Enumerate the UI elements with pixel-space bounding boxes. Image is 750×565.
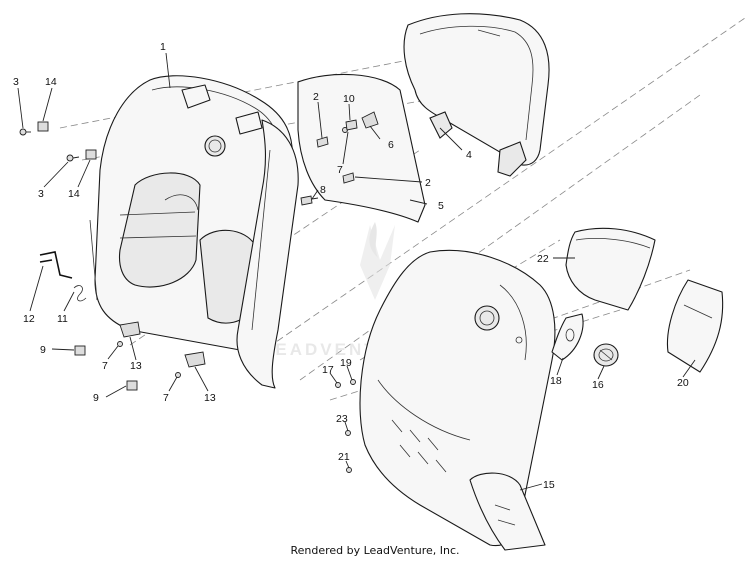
side-trim-strip [236, 119, 299, 389]
cover-22 [565, 227, 656, 311]
callout-19: 19 [340, 357, 352, 369]
callout-13: 13 [130, 360, 142, 372]
trim-18 [551, 313, 584, 361]
callout-15: 15 [543, 479, 555, 491]
leg-shield-front [359, 249, 556, 551]
callout-22: 22 [537, 253, 549, 265]
callouts: 1 3 14 3 14 12 11 9 9 7 13 7 13 2 10 6 7… [13, 41, 689, 491]
cover-20 [666, 279, 724, 373]
callout-5: 5 [438, 200, 444, 212]
callout-9: 9 [93, 392, 99, 404]
inner-panel [297, 73, 426, 223]
callout-7: 7 [163, 392, 169, 404]
callout-7: 7 [102, 360, 108, 372]
callout-3: 3 [13, 76, 19, 88]
callout-7: 7 [337, 164, 343, 176]
callout-9: 9 [40, 344, 46, 356]
callout-14: 14 [45, 76, 57, 88]
callout-8: 8 [320, 184, 326, 196]
callout-1: 1 [160, 41, 166, 53]
callout-4: 4 [466, 149, 472, 161]
footer-credit: Rendered by LeadVenture, Inc. [290, 544, 460, 557]
callout-6: 6 [388, 139, 394, 151]
callout-20: 20 [677, 377, 689, 389]
callout-16: 16 [592, 379, 604, 391]
callout-12: 12 [23, 313, 35, 325]
callout-11: 11 [57, 313, 68, 325]
hardware [19, 111, 379, 473]
lock-16 [593, 343, 619, 367]
callout-23: 23 [336, 413, 348, 425]
callout-10: 10 [343, 93, 355, 105]
callout-14: 14 [68, 188, 80, 200]
callout-3: 3 [38, 188, 44, 200]
callout-21: 21 [338, 451, 350, 463]
glovebox-door [403, 13, 550, 177]
callout-18: 18 [550, 375, 562, 387]
leader-lines [17, 52, 696, 491]
callout-2: 2 [425, 177, 431, 189]
callout-13: 13 [204, 392, 216, 404]
callout-17: 17 [322, 364, 334, 376]
callout-2: 2 [313, 91, 319, 103]
